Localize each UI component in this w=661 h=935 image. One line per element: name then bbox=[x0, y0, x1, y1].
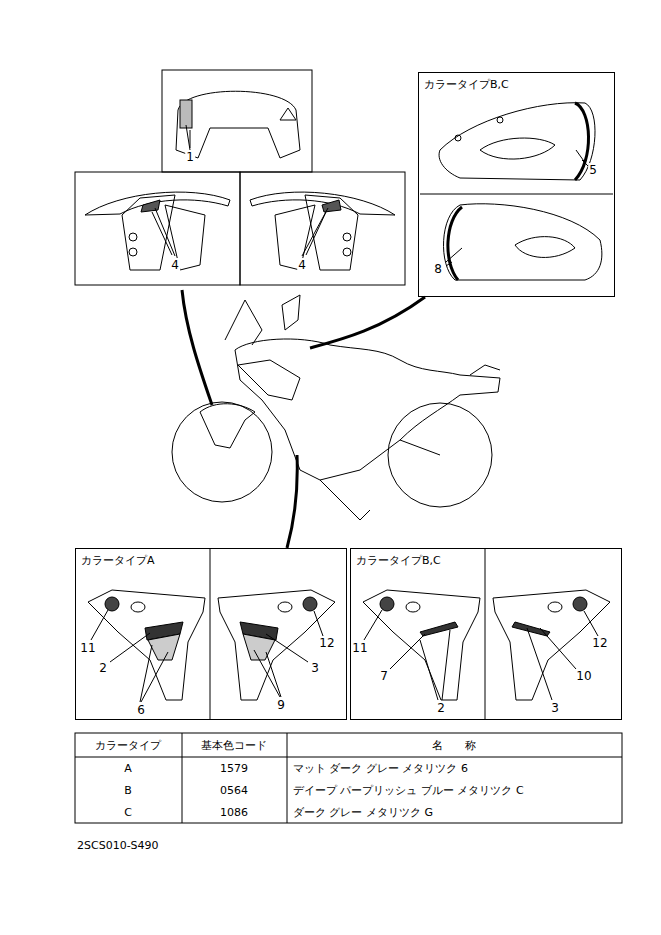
color-type-panel: カラータイプA bbox=[75, 548, 347, 720]
table-cell: 1579 bbox=[220, 762, 248, 775]
inset-frame bbox=[162, 70, 312, 172]
callout-number: 10 bbox=[575, 669, 592, 683]
panel-heading: カラータイプA bbox=[80, 554, 156, 567]
table-cell: カラータイプ bbox=[95, 739, 161, 752]
callout-number: 3 bbox=[310, 661, 320, 675]
table-cell: ダーク グレー メタリツク G bbox=[293, 806, 433, 819]
panel-heading: カラータイプB,C bbox=[355, 554, 442, 567]
callout-number: 4 bbox=[170, 258, 180, 272]
callout-number: 7 bbox=[379, 669, 389, 683]
table-cell: マット ダーク グレー メタリツク 6 bbox=[293, 762, 468, 775]
fender-top-view bbox=[176, 91, 300, 158]
table-cell: C bbox=[124, 806, 132, 819]
color-type-panel: カラータイプB,C bbox=[350, 548, 622, 720]
panel-heading: カラータイプB,C bbox=[423, 78, 510, 91]
callout-number: 3 bbox=[550, 701, 560, 715]
table-cell: 基本色コード bbox=[201, 739, 267, 752]
callout-number: 12 bbox=[318, 636, 335, 650]
fender-side bbox=[85, 192, 230, 215]
callout-number: 12 bbox=[591, 636, 608, 650]
callout-number: 4 bbox=[297, 258, 307, 272]
table-cell: デイープ パープリッシュ ブルー メタリツク C bbox=[293, 784, 524, 797]
callout-number: 2 bbox=[98, 661, 108, 675]
color-type-panel: カラータイプB,C bbox=[418, 72, 615, 297]
table-cell: 0564 bbox=[220, 784, 248, 797]
inset-frame bbox=[75, 172, 240, 285]
callout-number: 8 bbox=[433, 262, 443, 276]
callout-number: 6 bbox=[136, 703, 146, 717]
callout-number: 1 bbox=[185, 150, 195, 164]
callout-number: 9 bbox=[276, 698, 286, 712]
table-cell: B bbox=[124, 784, 132, 797]
callout-number: 11 bbox=[351, 641, 368, 655]
motorcycle-outline bbox=[172, 295, 500, 520]
color-table bbox=[75, 733, 622, 823]
table-cell: 名 称 bbox=[432, 739, 476, 752]
callout-number: 5 bbox=[588, 163, 598, 177]
callout-number: 2 bbox=[436, 701, 446, 715]
table-cell: A bbox=[124, 762, 132, 775]
side-cowl bbox=[439, 103, 595, 180]
table-cell: 1086 bbox=[220, 806, 248, 819]
callout-number: 11 bbox=[79, 641, 96, 655]
drawing-code: 2SCS010-S490 bbox=[77, 839, 159, 852]
